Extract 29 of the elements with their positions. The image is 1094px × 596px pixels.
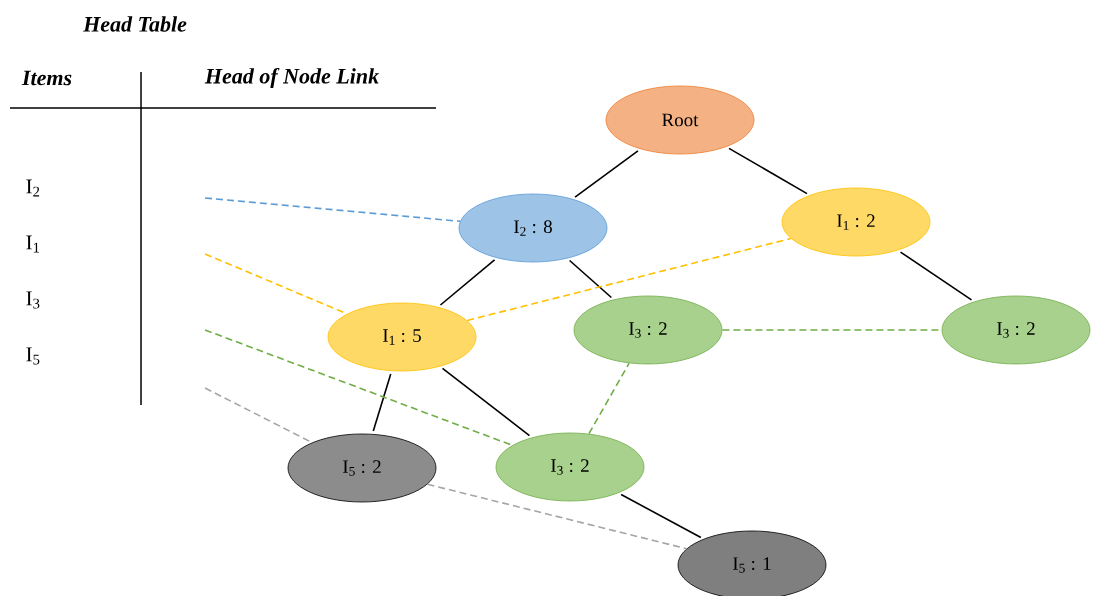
item-label: I$_{1}$: [26, 235, 40, 253]
connector-line: [204, 387, 313, 444]
tree-node: I$_{1}$ : 2: [781, 187, 931, 257]
connector-line: [204, 197, 461, 223]
connector-line: [620, 493, 702, 539]
table-heading: Head of Node Link: [204, 67, 379, 89]
item-label: I$_{5}$: [26, 347, 40, 365]
connector-line: [466, 237, 792, 322]
item-label: I$_{3}$: [26, 291, 40, 309]
connector-line: [372, 373, 392, 432]
tree-node: I$_{3}$ : 2: [573, 295, 723, 365]
tree-node: I$_{1}$ : 5: [327, 302, 477, 372]
connector-line: [728, 147, 808, 195]
tree-node: I$_{3}$ : 2: [495, 432, 645, 502]
connector-line: [439, 259, 496, 306]
table-heading: Items: [21, 70, 72, 86]
tree-node: I$_{5}$ : 2: [287, 433, 437, 503]
tree-node: Root: [605, 85, 755, 155]
connector-line: [568, 259, 613, 299]
connector-line: [899, 251, 973, 301]
item-label: I$_{2}$: [26, 179, 40, 197]
tree-node: I$_{3}$ : 2: [941, 295, 1091, 365]
table-heading: Head Table: [83, 16, 187, 32]
connector-line: [441, 367, 531, 437]
connector-line: [426, 483, 688, 550]
connector-line: [588, 362, 630, 435]
tree-node: I$_{5}$ : 1: [677, 530, 827, 596]
tree-node: I$_{2}$ : 8: [458, 193, 608, 263]
connector-line: [574, 150, 639, 198]
